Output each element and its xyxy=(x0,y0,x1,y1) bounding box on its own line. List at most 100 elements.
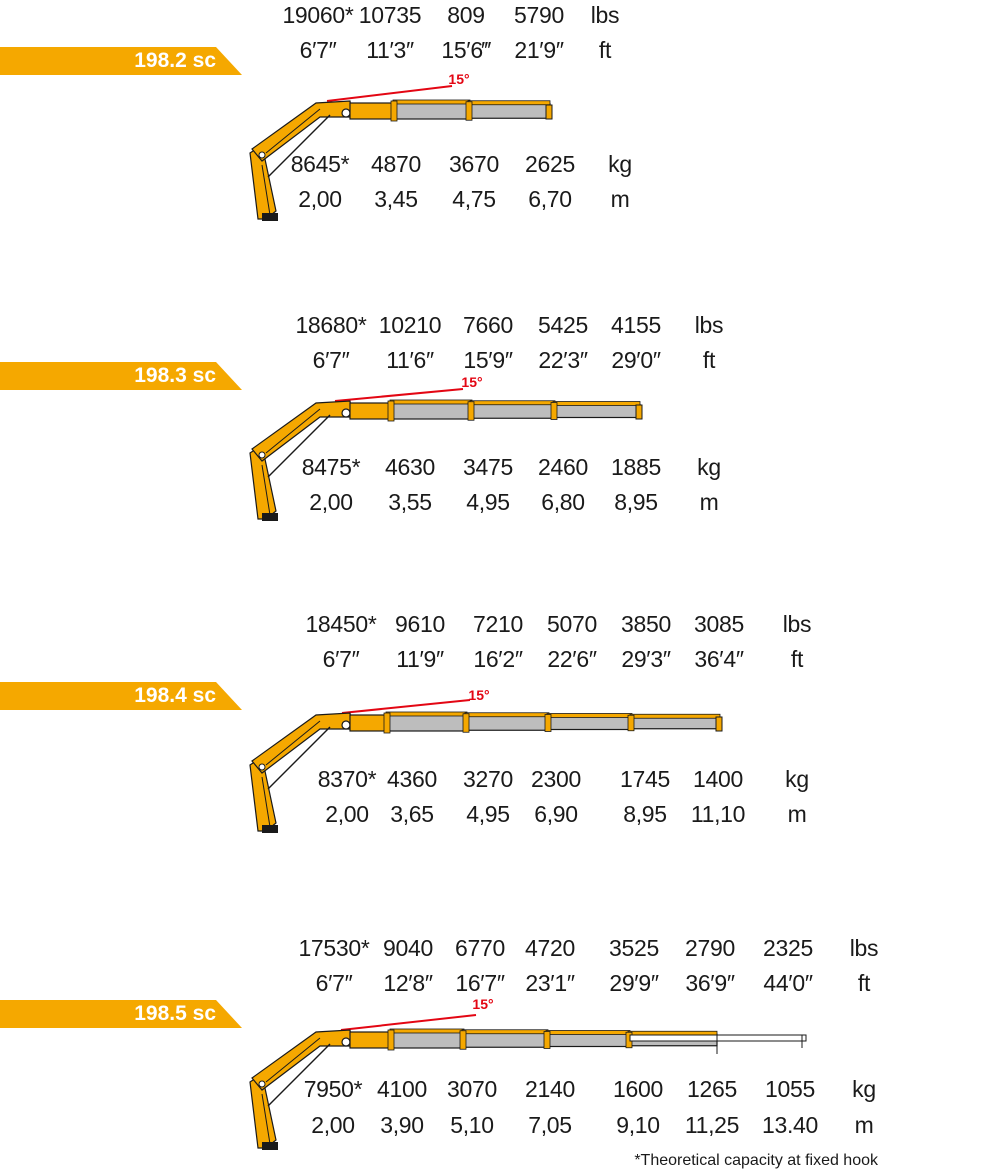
footnote: *Theoretical capacity at fixed hook xyxy=(634,1152,878,1169)
lbs-value: 4720 xyxy=(525,935,575,961)
kg-value: 8475* xyxy=(301,454,361,480)
kg-value: 7950* xyxy=(303,1076,363,1102)
ft-unit: ft xyxy=(598,37,612,63)
ft-value: 6′7″ xyxy=(322,646,360,672)
angle-line xyxy=(340,1014,477,1031)
kg-value: 2625 xyxy=(525,151,575,177)
ft-value: 6′7″ xyxy=(299,37,337,63)
angle-label: 15° xyxy=(472,996,494,1012)
ft-value: 15′9″ xyxy=(463,347,513,373)
model-tag: 198.3 sc xyxy=(0,362,242,390)
kg-value: 4100 xyxy=(377,1076,427,1102)
lbs-unit: lbs xyxy=(849,935,879,961)
boom-extension xyxy=(463,1032,549,1048)
lbs-value: 9610 xyxy=(395,611,445,637)
lbs-value: 18680* xyxy=(295,312,367,338)
kg-value: 4630 xyxy=(385,454,435,480)
m-value: 2,00 xyxy=(325,801,369,827)
ft-value: 29′0″ xyxy=(611,347,661,373)
ft-value: 29′3″ xyxy=(621,646,671,672)
angle-line xyxy=(341,699,471,714)
ft-unit: ft xyxy=(790,646,804,672)
kg-value: 8645* xyxy=(290,151,350,177)
ft-value: 16′2″ xyxy=(473,646,523,672)
angle-label: 15° xyxy=(461,374,483,390)
m-value: 4,95 xyxy=(466,801,510,827)
kg-value: 1400 xyxy=(693,766,743,792)
ft-value: 29′9″ xyxy=(609,970,659,996)
angle-line xyxy=(334,388,464,402)
lbs-value: 5790 xyxy=(514,2,564,28)
ft-value: 22′3″ xyxy=(538,347,588,373)
lbs-value: 19060* xyxy=(282,2,354,28)
lbs-value: 10210 xyxy=(378,312,442,338)
kg-value: 2140 xyxy=(525,1076,575,1102)
lbs-value: 5425 xyxy=(538,312,588,338)
ft-value: 6′7″ xyxy=(315,970,353,996)
kg-value: 3670 xyxy=(449,151,499,177)
jib-extension xyxy=(629,1034,807,1042)
extension-cap xyxy=(389,1028,465,1034)
m-value: 9,10 xyxy=(616,1112,660,1138)
kg-value: 3475 xyxy=(463,454,513,480)
ft-value: 36′9″ xyxy=(685,970,735,996)
ft-value: 11′6″ xyxy=(386,347,434,373)
m-value: 2,00 xyxy=(309,489,353,515)
kg-unit: kg xyxy=(852,1076,876,1102)
kg-value: 1885 xyxy=(611,454,661,480)
angle-label: 15° xyxy=(468,687,490,703)
lbs-value: 9040 xyxy=(383,935,433,961)
ft-value: 21′9″ xyxy=(514,37,564,63)
kg-value: 2300 xyxy=(531,766,581,792)
lbs-unit: lbs xyxy=(694,312,724,338)
lbs-value: 17530* xyxy=(298,935,370,961)
m-value: 8,95 xyxy=(614,489,658,515)
m-value: 7,05 xyxy=(528,1112,572,1138)
m-unit: m xyxy=(854,1112,874,1138)
m-value: 4,95 xyxy=(466,489,510,515)
kg-unit: kg xyxy=(785,766,809,792)
m-value: 2,00 xyxy=(311,1112,355,1138)
boom-extension xyxy=(391,1031,465,1049)
lbs-value: 5070 xyxy=(547,611,597,637)
model-tag: 198.5 sc xyxy=(0,1000,242,1028)
kg-value: 4360 xyxy=(387,766,437,792)
angle-label: 15° xyxy=(448,71,470,87)
ft-value: 36′4″ xyxy=(694,646,744,672)
kg-value: 1265 xyxy=(687,1076,737,1102)
ft-value: 22′6″ xyxy=(547,646,597,672)
kg-value: 1600 xyxy=(613,1076,663,1102)
angle-line xyxy=(326,85,453,102)
m-value: 3,65 xyxy=(390,801,434,827)
lbs-value: 18450* xyxy=(305,611,377,637)
m-value: 6,70 xyxy=(528,186,572,212)
lbs-value: 2325 xyxy=(763,935,813,961)
m-value: 11,25 xyxy=(684,1112,740,1138)
model-tag: 198.2 sc xyxy=(0,47,242,75)
m-value: 5,10 xyxy=(450,1112,494,1138)
extension-cap xyxy=(461,1029,549,1035)
lbs-value: 3525 xyxy=(609,935,659,961)
kg-value: 1745 xyxy=(620,766,670,792)
boom-extension xyxy=(547,1032,631,1048)
lbs-value: 2790 xyxy=(685,935,735,961)
ft-unit: ft xyxy=(702,347,716,373)
ft-value: 6′7″ xyxy=(312,347,350,373)
m-value: 3,90 xyxy=(380,1112,424,1138)
ft-value: 12′8″ xyxy=(383,970,433,996)
ft-value: 15′6‴ xyxy=(441,37,491,63)
m-unit: m xyxy=(699,489,719,515)
lbs-value: 7210 xyxy=(473,611,523,637)
lbs-value: 10735 xyxy=(358,2,422,28)
extension-cap xyxy=(545,1030,631,1035)
m-value: 11,10 xyxy=(690,801,746,827)
m-value: 4,75 xyxy=(452,186,496,212)
kg-value: 4870 xyxy=(371,151,421,177)
m-value: 6,80 xyxy=(541,489,585,515)
lbs-value: 809 xyxy=(447,2,485,28)
m-value: 13.40 xyxy=(761,1112,819,1138)
